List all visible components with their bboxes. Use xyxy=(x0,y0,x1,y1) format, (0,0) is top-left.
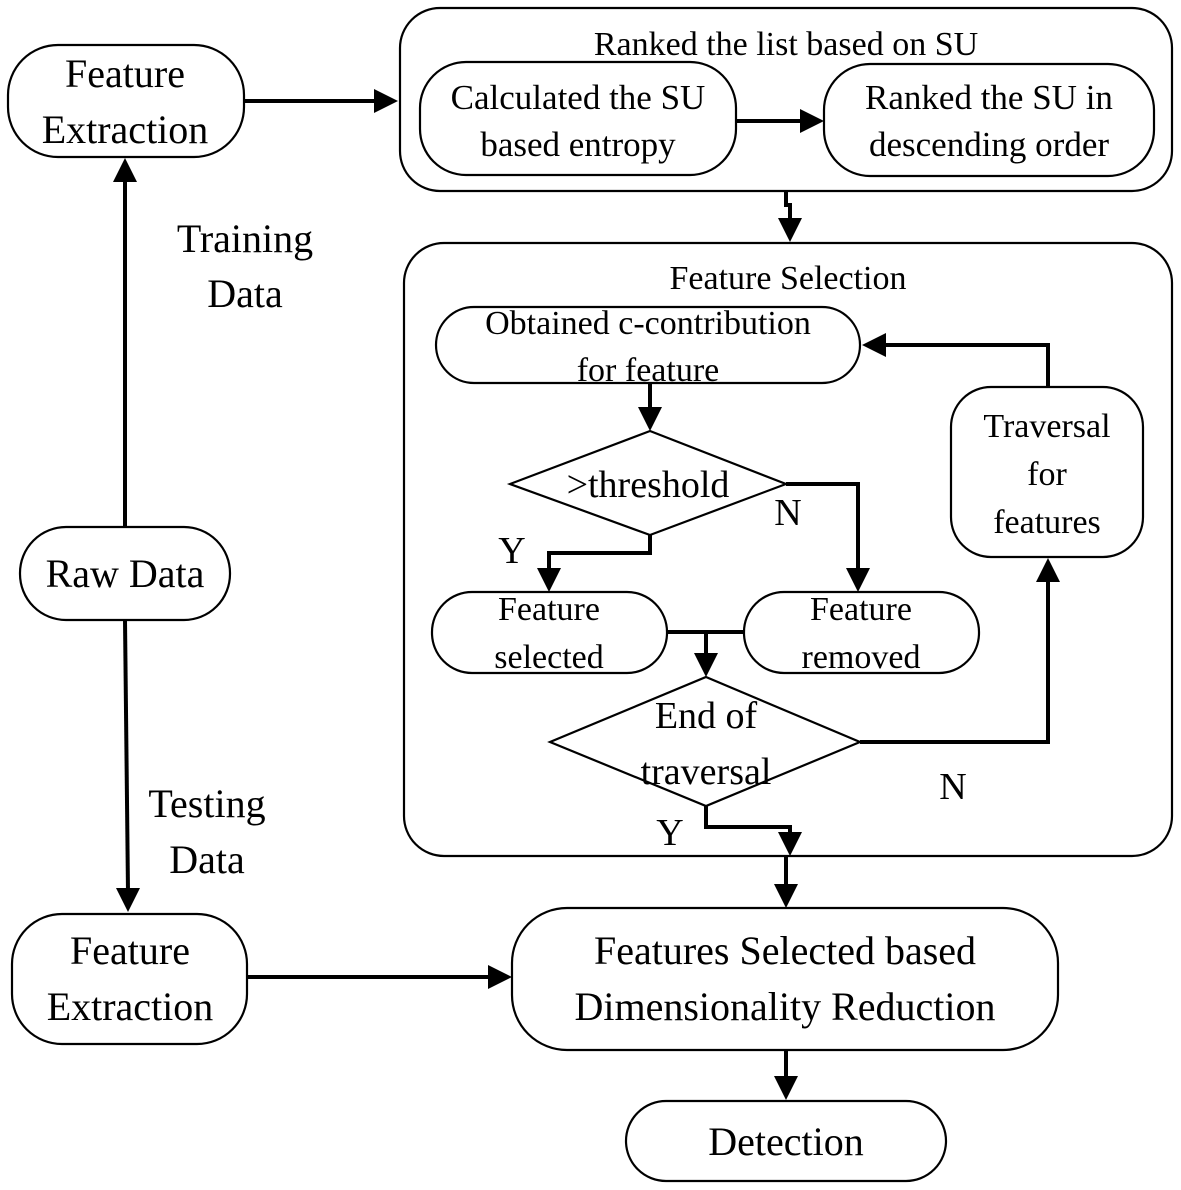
detection-node: Detection xyxy=(624,1099,948,1183)
testing-data-label-line1: Testing xyxy=(148,781,265,826)
detection-label: Detection xyxy=(708,1119,864,1164)
threshold-yes-label: Y xyxy=(498,530,525,572)
rank-group-title: Ranked the list based on SU xyxy=(594,26,978,63)
training-data-label-line2: Data xyxy=(207,271,283,316)
ranked-su-line2: descending order xyxy=(869,125,1109,164)
testing-data-label-line2: Data xyxy=(169,837,245,882)
raw-data-node: Raw Data xyxy=(18,525,232,622)
feature-removed-node: Feature removed xyxy=(742,590,981,676)
end-of-traversal-line1: End of xyxy=(655,695,758,737)
feature-extraction-top-line2: Extraction xyxy=(42,107,209,152)
feature-removed-line2: removed xyxy=(802,639,921,676)
obtained-contribution-node: Obtained c-contribution for feature xyxy=(434,305,862,389)
ranked-su-line1: Ranked the SU in xyxy=(865,78,1113,117)
end-of-traversal-decision: End of traversal xyxy=(547,675,863,808)
feature-extraction-top-node: Feature Extraction xyxy=(6,43,246,159)
end-traversal-no-label: N xyxy=(939,766,966,808)
dimensionality-reduction-line2: Dimensionality Reduction xyxy=(574,984,995,1029)
feature-extraction-bottom-line2: Extraction xyxy=(47,984,214,1029)
obtained-contribution-line2: for feature xyxy=(577,352,720,389)
calculated-su-line1: Calculated the SU xyxy=(451,78,706,117)
calculated-su-line2: based entropy xyxy=(480,125,676,164)
dimensionality-reduction-line1: Features Selected based xyxy=(594,928,976,973)
threshold-no-label: N xyxy=(774,492,801,534)
feature-selection-group-title: Feature Selection xyxy=(670,260,907,297)
dimensionality-reduction-node: Features Selected based Dimensionality R… xyxy=(510,906,1060,1052)
threshold-decision: >threshold xyxy=(506,429,790,537)
traversal-features-node: Traversal for features xyxy=(949,385,1145,559)
obtained-contribution-line1: Obtained c-contribution xyxy=(485,305,811,342)
traversal-features-line3: features xyxy=(993,504,1101,541)
traversal-features-line2: for xyxy=(1027,456,1067,493)
feature-selected-line1: Feature xyxy=(498,591,600,628)
end-traversal-yes-label: Y xyxy=(656,812,683,854)
training-data-label-line1: Training xyxy=(177,216,313,261)
traversal-features-line1: Traversal xyxy=(983,408,1110,445)
feature-extraction-bottom-node: Feature Extraction xyxy=(10,912,249,1046)
feature-extraction-top-line1: Feature xyxy=(65,51,185,96)
feature-selected-line2: selected xyxy=(494,639,604,676)
calculated-su-node: Calculated the SU based entropy xyxy=(418,60,738,177)
arrowheads xyxy=(113,89,1060,1100)
end-of-traversal-line2: traversal xyxy=(641,751,772,793)
ranked-su-node: Ranked the SU in descending order xyxy=(822,62,1156,178)
feature-extraction-bottom-line1: Feature xyxy=(70,928,190,973)
feature-selected-node: Feature selected xyxy=(430,590,669,676)
threshold-label: >threshold xyxy=(567,464,730,506)
feature-removed-line1: Feature xyxy=(810,591,912,628)
raw-data-label: Raw Data xyxy=(46,551,205,596)
